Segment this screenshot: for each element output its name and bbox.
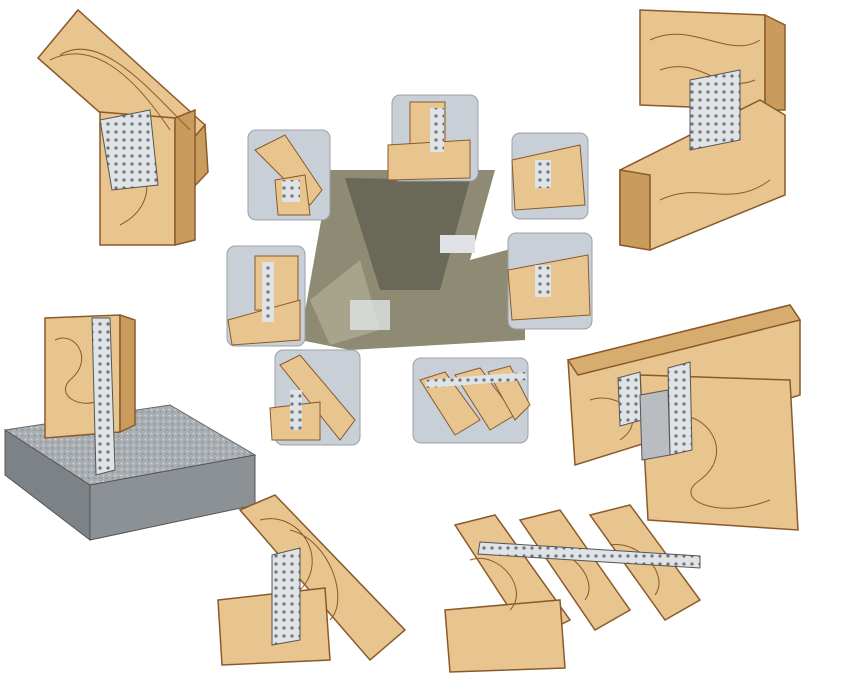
nail-strip-icon <box>477 541 701 569</box>
thumbnail-2 <box>387 94 479 182</box>
beam-hanger-icon <box>617 371 643 427</box>
nail-strip-rafters-bottom-right <box>444 504 702 673</box>
thumbnail-1 <box>247 129 331 221</box>
angle-bracket-top-right <box>619 9 786 251</box>
center-photo-cluster <box>226 94 593 446</box>
angle-plate-bottom-center <box>217 494 407 666</box>
bracket-corner-top-left <box>36 8 209 246</box>
thumbnail-4 <box>226 245 306 347</box>
thumbnail-3 <box>511 132 589 220</box>
thumbnail-7 <box>412 357 531 444</box>
hanger-beam-right <box>566 304 802 531</box>
angle-bracket-icon <box>99 109 159 191</box>
angle-bracket-icon <box>689 69 741 151</box>
thumbnail-5 <box>507 232 593 330</box>
thumbnail-6 <box>269 349 361 446</box>
angle-plate-icon <box>271 547 301 646</box>
post-base-plate-concrete <box>3 313 257 542</box>
post-base-plate-icon <box>91 317 116 476</box>
